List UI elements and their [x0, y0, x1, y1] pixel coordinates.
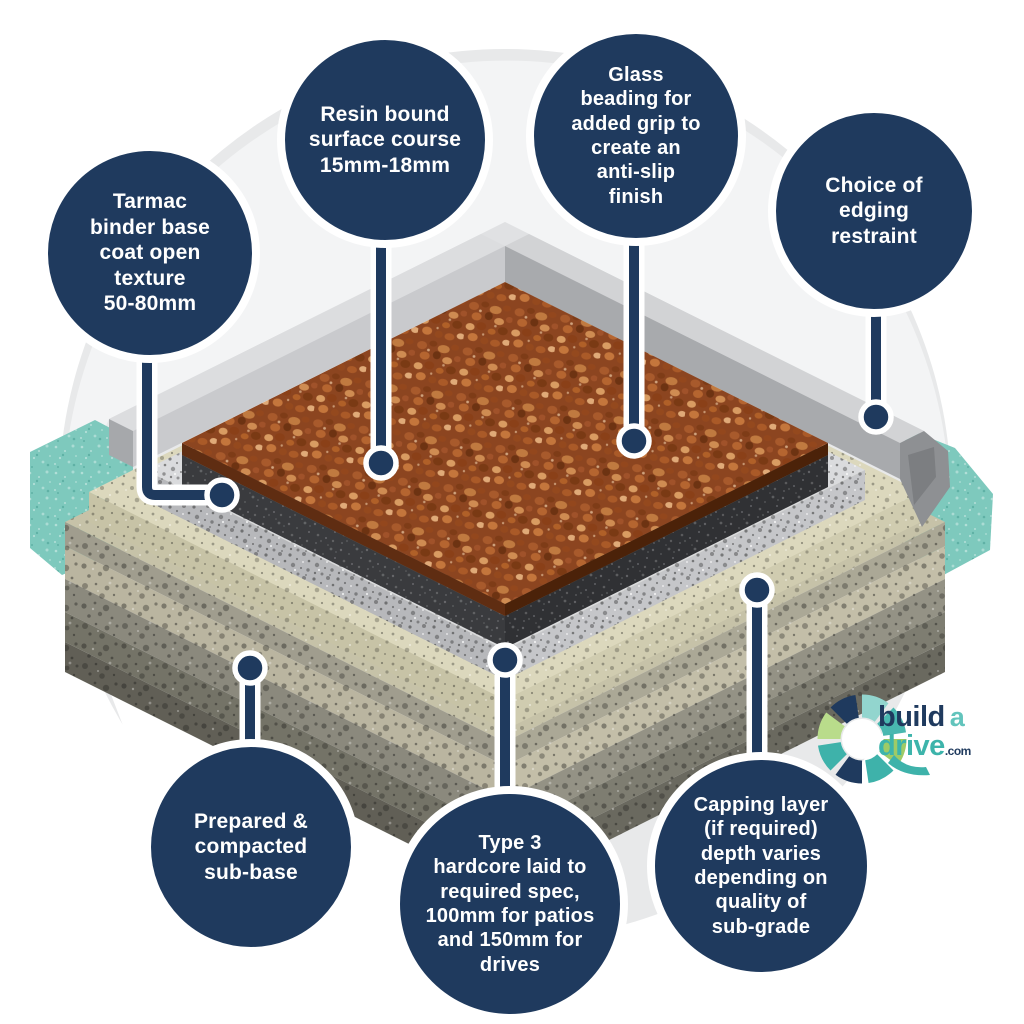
dot-edging-restraint — [858, 399, 894, 435]
logo-word-a: a — [949, 702, 965, 732]
dot-glass-beading — [616, 423, 652, 459]
callout-edging-restraint: Choice of edging restraint — [768, 105, 980, 317]
dot-capping-layer — [739, 572, 775, 608]
callout-type3-hardcore: Type 3 hardcore laid to required spec, 1… — [392, 786, 628, 1022]
logo-word-com: .com — [944, 744, 972, 758]
dot-type3-hardcore — [487, 642, 523, 678]
dot-sub-base — [232, 650, 268, 686]
dot-resin-surface — [363, 445, 399, 481]
callout-dots — [204, 399, 894, 686]
callout-sub-base: Prepared & compacted sub-base — [143, 739, 359, 955]
logo-ring-icon — [817, 694, 930, 784]
logo-word-drive: drive — [878, 730, 945, 762]
callout-connectors — [136, 214, 887, 821]
callout-resin-surface: Resin bound surface course 15mm-18mm — [277, 32, 493, 248]
logo-word-build: build — [878, 701, 945, 733]
callout-capping-layer: Capping layer (if required) depth varies… — [647, 752, 875, 980]
resin-surface-layer — [182, 282, 828, 616]
kerb-right — [505, 234, 950, 527]
dot-tarmac-binder — [204, 477, 240, 513]
kerb-left — [109, 234, 505, 467]
callout-glass-beading: Glass beading for added grip to create a… — [526, 26, 746, 246]
callout-tarmac-binder: Tarmac binder base coat open texture 50-… — [40, 143, 260, 363]
